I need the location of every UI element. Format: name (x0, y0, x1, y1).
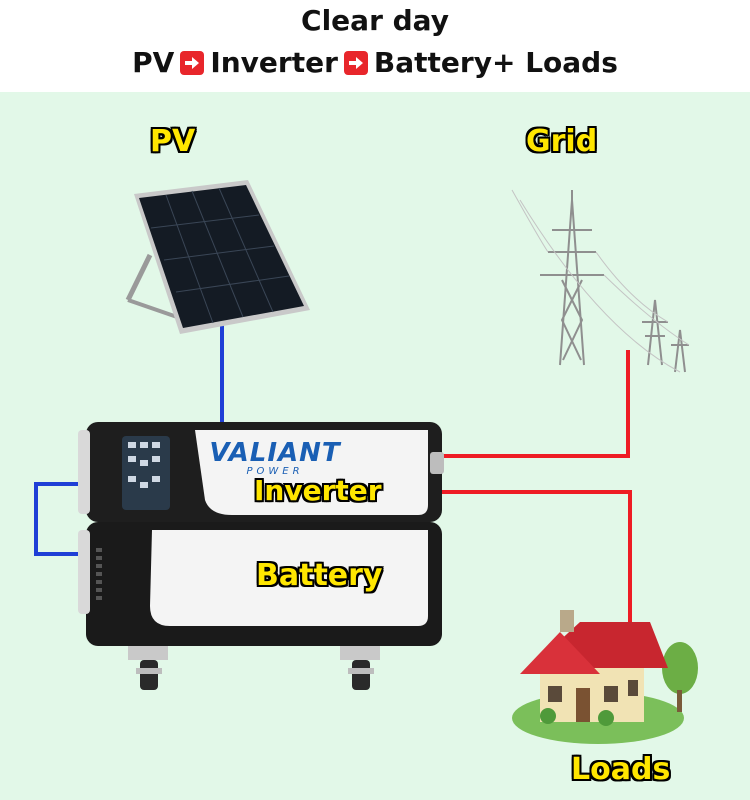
battery-unit (78, 522, 442, 646)
label-loads: Loads (571, 752, 671, 787)
ac-connections (438, 350, 632, 640)
arrow-right-icon (343, 51, 368, 75)
label-inverter: Inverter (254, 474, 382, 507)
dc-connections (34, 325, 224, 556)
brand-logo: VALIANT POWER (205, 438, 345, 477)
battery-led-strip (96, 548, 102, 600)
display-icons (128, 442, 160, 488)
brand-sub: POWER (246, 466, 304, 477)
flow-step-battery-loads: Battery+ Loads (373, 46, 618, 79)
flow-line: PV Inverter Battery+ Loads (0, 46, 750, 79)
header: Clear day PV Inverter Battery+ Loads (0, 0, 750, 92)
grid-to-inverter-line (438, 350, 630, 458)
inverter-display (122, 436, 170, 510)
solar-panel-icon (125, 180, 310, 334)
label-pv: PV (150, 124, 196, 159)
inverter-unit (78, 422, 444, 522)
house-icon (512, 610, 698, 744)
brand-name: VALIANT (209, 438, 341, 468)
label-grid: Grid (526, 124, 598, 159)
page-title: Clear day (301, 4, 449, 37)
inverter-to-loads-line (438, 490, 632, 640)
label-battery: Battery (256, 558, 383, 593)
wheels (128, 646, 380, 690)
flow-step-pv: PV (132, 46, 175, 79)
power-tower-icon (511, 189, 690, 373)
arrow-right-icon (180, 51, 205, 75)
battery-link-line (34, 482, 86, 556)
flow-step-inverter: Inverter (210, 46, 338, 79)
